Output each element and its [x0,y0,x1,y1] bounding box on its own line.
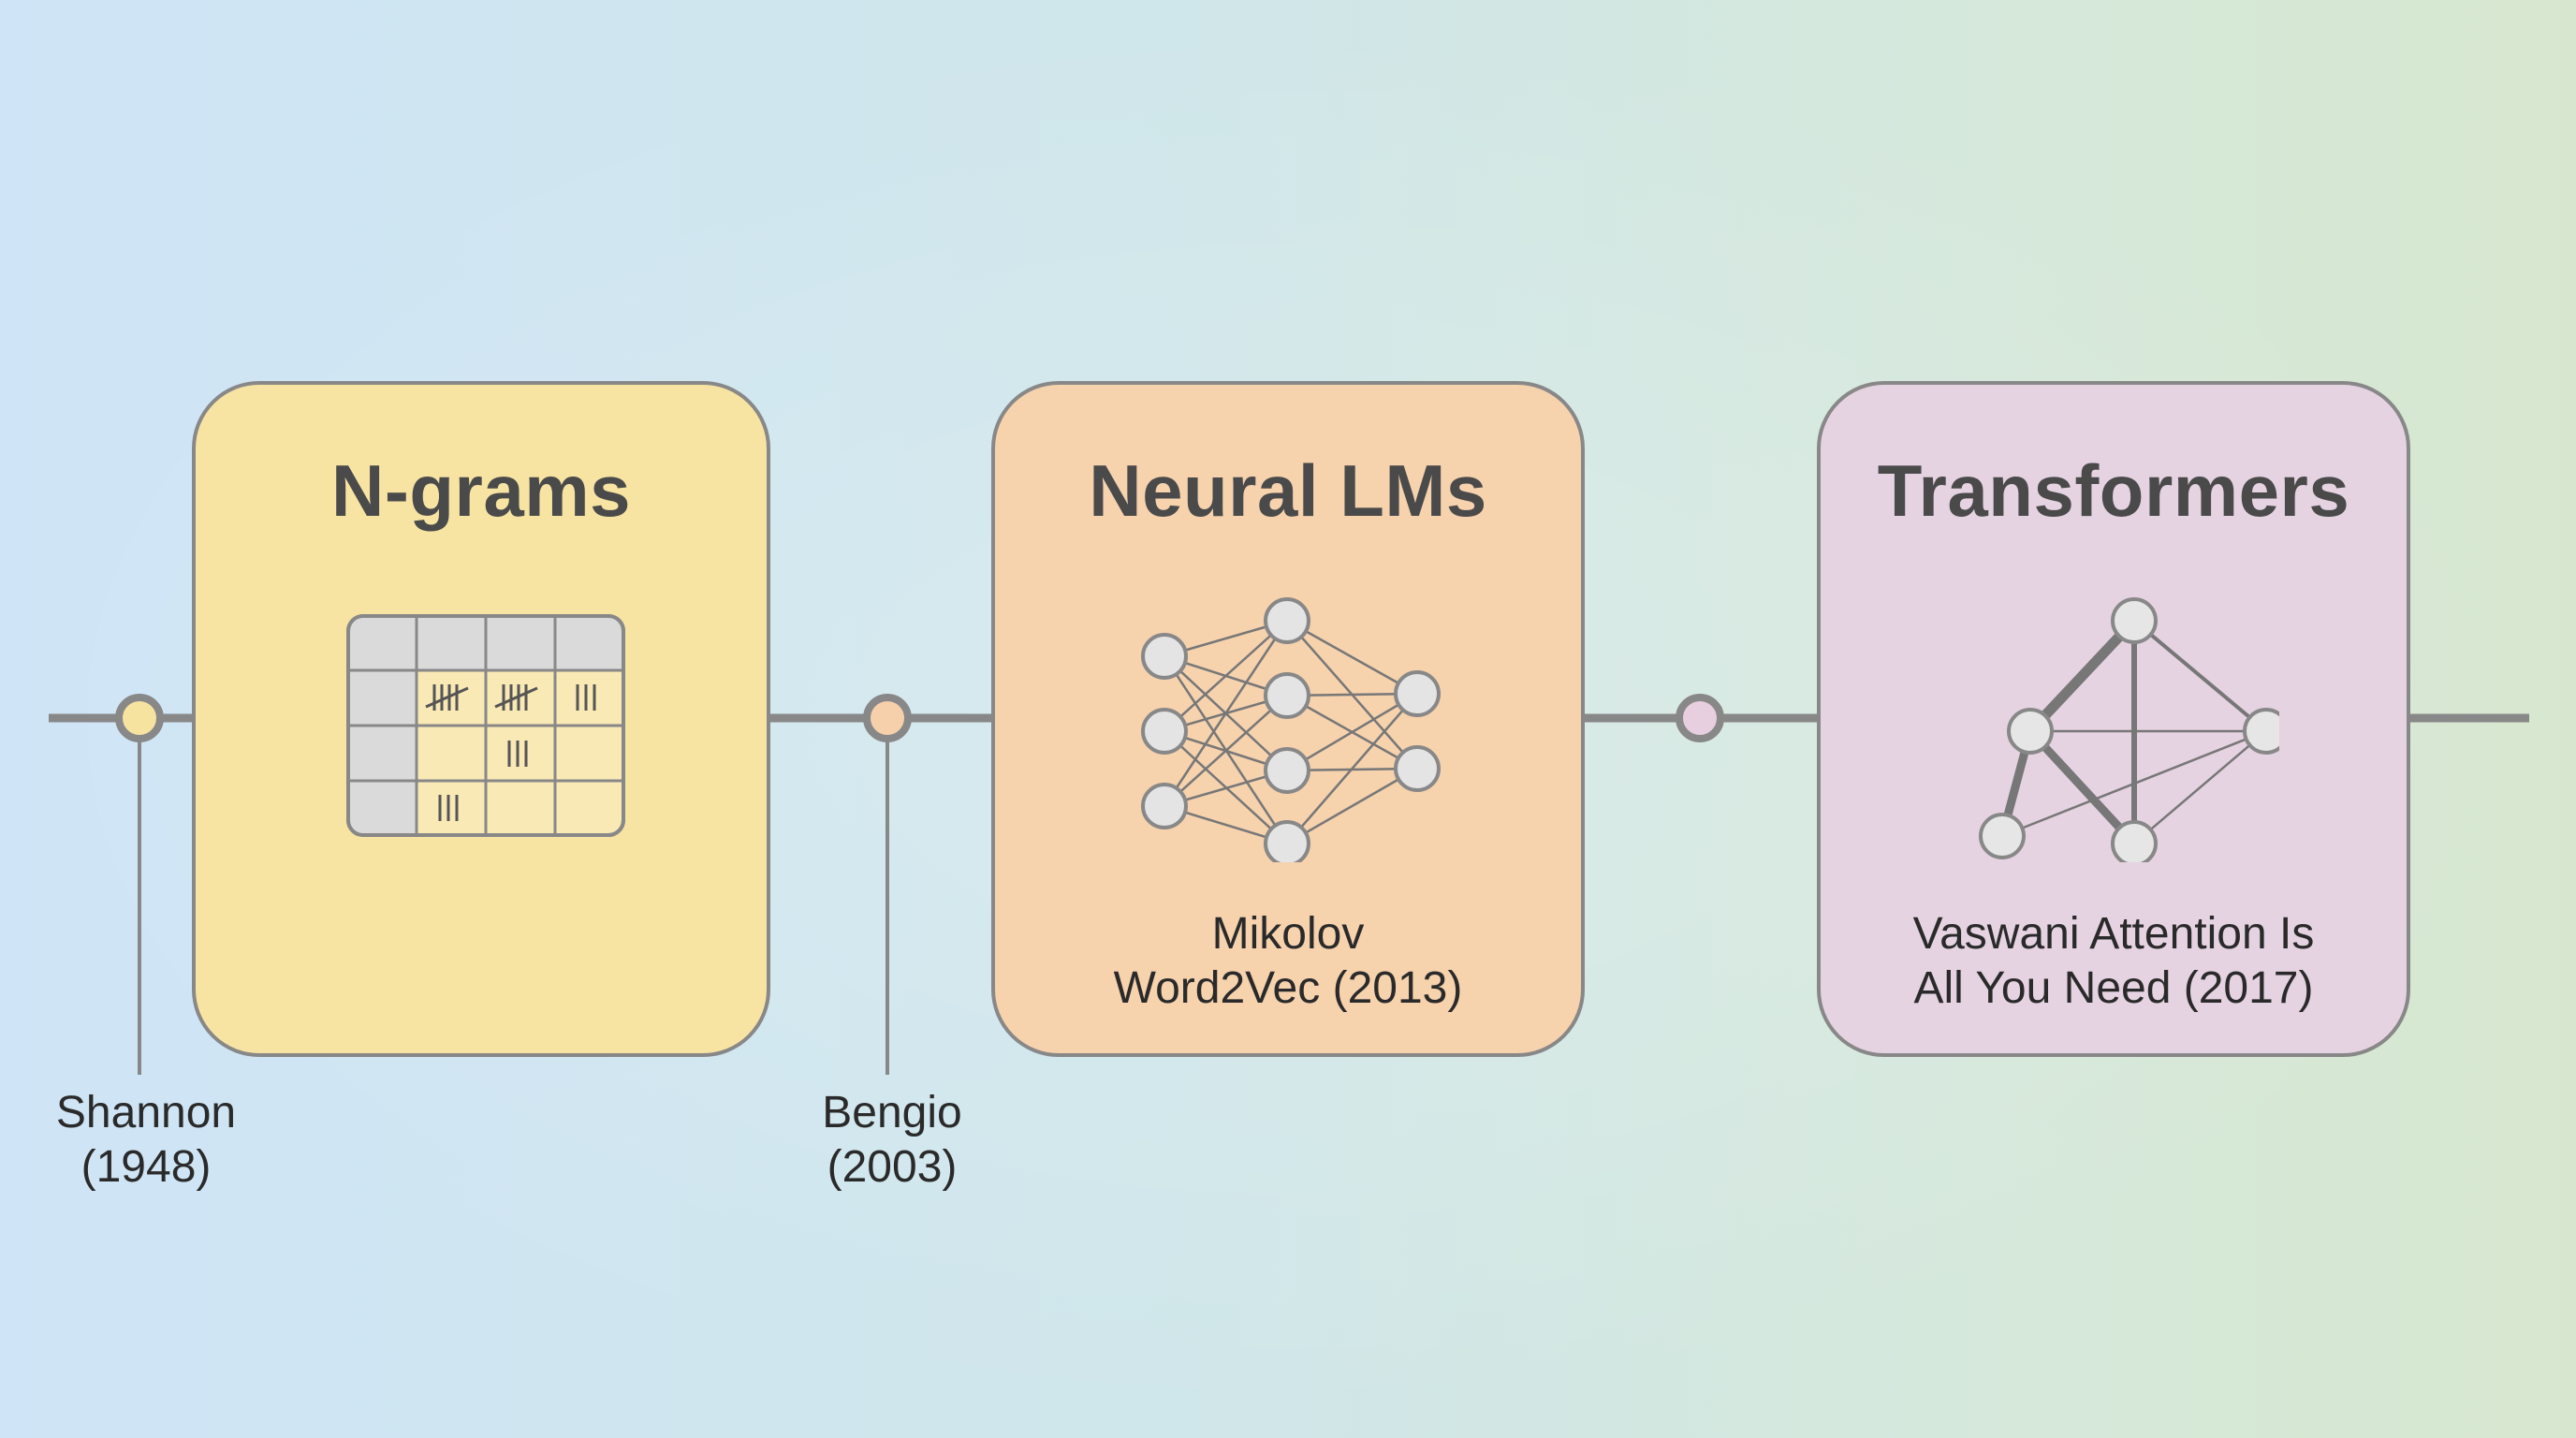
ngrams-title: N-grams [331,449,631,532]
neural-lms-caption-line1: Mikolov [1211,909,1365,959]
transformers-title: Transformers [1877,449,2350,532]
bengio-name: Bengio [822,1088,962,1137]
neural-lms-caption-line2: Word2Vec (2013) [1113,963,1463,1013]
transformers-card: Transformers Vaswani Attention Is All Yo… [1817,381,2410,1057]
transformers-caption-line2: All You Need (2017) [1913,963,2314,1013]
neural-lms-caption: Mikolov Word2Vec (2013) [995,907,1581,1016]
ngrams-card: N-grams [192,381,770,1057]
transformers-caption: Vaswani Attention Is All You Need (2017) [1821,907,2407,1016]
transformers-caption-line1: Vaswani Attention Is [1912,909,2315,959]
shannon-milestone-label: Shannon (1948) [6,1086,286,1195]
shannon-year: (1948) [80,1142,212,1192]
count-table-icon [346,614,625,837]
bengio-marker [863,694,912,742]
transformer-marker [1676,694,1724,742]
bengio-milestone-label: Bengio (2003) [752,1086,1032,1195]
neural-network-icon [1141,597,1441,862]
neural-lms-card: Neural LMs Mikolov Word2Vec (2013) [991,381,1585,1057]
bengio-year: (2003) [827,1142,958,1192]
neural-lms-title: Neural LMs [1089,449,1487,532]
shannon-marker [115,694,164,742]
shannon-name: Shannon [55,1088,237,1137]
attention-graph-icon [1979,597,2279,862]
